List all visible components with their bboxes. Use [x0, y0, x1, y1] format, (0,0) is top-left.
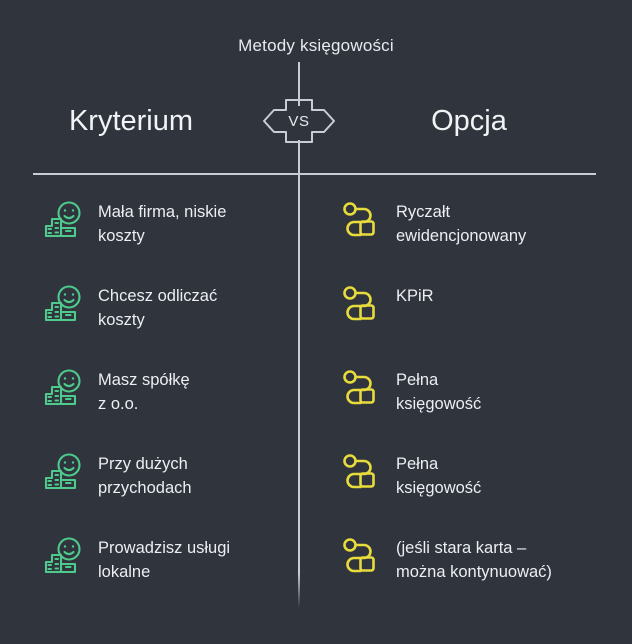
connector-line-top	[298, 62, 300, 106]
criterion-cell: Masz spółkę z o.o.	[42, 364, 286, 417]
option-cell: Pełna księgowość	[340, 448, 610, 501]
criterion-text: Mała firma, niskie koszty	[98, 203, 227, 246]
route-flow-icon	[340, 534, 384, 578]
happy-business-icon	[42, 450, 86, 494]
center-divider-vertical	[298, 176, 300, 608]
header-divider	[33, 173, 596, 175]
option-text: Pełna księgowość	[396, 455, 482, 498]
table-row: Prowadzisz usługi lokalne (jeśli stara k…	[0, 532, 632, 616]
column-heading-right: Opcja	[431, 105, 507, 137]
happy-business-icon	[42, 198, 86, 242]
option-cell: (jeśli stara karta – można kontynuować)	[340, 532, 610, 585]
happy-business-icon	[42, 366, 86, 410]
route-flow-icon	[340, 450, 384, 494]
criterion-text: Masz spółkę z o.o.	[98, 371, 190, 414]
connector-line-middle	[298, 140, 300, 176]
vs-badge: VS	[262, 90, 336, 152]
table-row: Chcesz odliczać koszty KPiR	[0, 280, 632, 364]
happy-business-icon	[42, 282, 86, 326]
option-text: KPiR	[396, 287, 434, 305]
route-flow-icon	[340, 366, 384, 410]
table-row: Przy dużych przychodach Pełna księgowość	[0, 448, 632, 532]
option-cell: KPiR	[340, 280, 610, 326]
option-cell: Pełna księgowość	[340, 364, 610, 417]
criterion-text: Prowadzisz usługi lokalne	[98, 539, 231, 582]
table-row: Mała firma, niskie koszty Ryczałt ewiden…	[0, 196, 632, 280]
table-row: Masz spółkę z o.o. Pełna księgowość	[0, 364, 632, 448]
option-cell: Ryczałt ewidencjonowany	[340, 196, 610, 249]
criterion-cell: Mała firma, niskie koszty	[42, 196, 286, 249]
comparison-rows: Mała firma, niskie koszty Ryczałt ewiden…	[0, 196, 632, 616]
option-text: Pełna księgowość	[396, 371, 482, 414]
option-text: (jeśli stara karta – można kontynuować)	[396, 539, 552, 582]
happy-business-icon	[42, 534, 86, 578]
criterion-text: Przy dużych przychodach	[98, 455, 192, 498]
criterion-text: Chcesz odliczać koszty	[98, 287, 218, 330]
criterion-cell: Przy dużych przychodach	[42, 448, 286, 501]
route-flow-icon	[340, 282, 384, 326]
column-heading-left: Kryterium	[68, 105, 194, 137]
criterion-cell: Chcesz odliczać koszty	[42, 280, 286, 333]
route-flow-icon	[340, 198, 384, 242]
criterion-cell: Prowadzisz usługi lokalne	[42, 532, 286, 585]
page-title: Metody księgowości	[238, 36, 394, 55]
vs-label: VS	[288, 112, 310, 130]
option-text: Ryczałt ewidencjonowany	[396, 203, 527, 246]
